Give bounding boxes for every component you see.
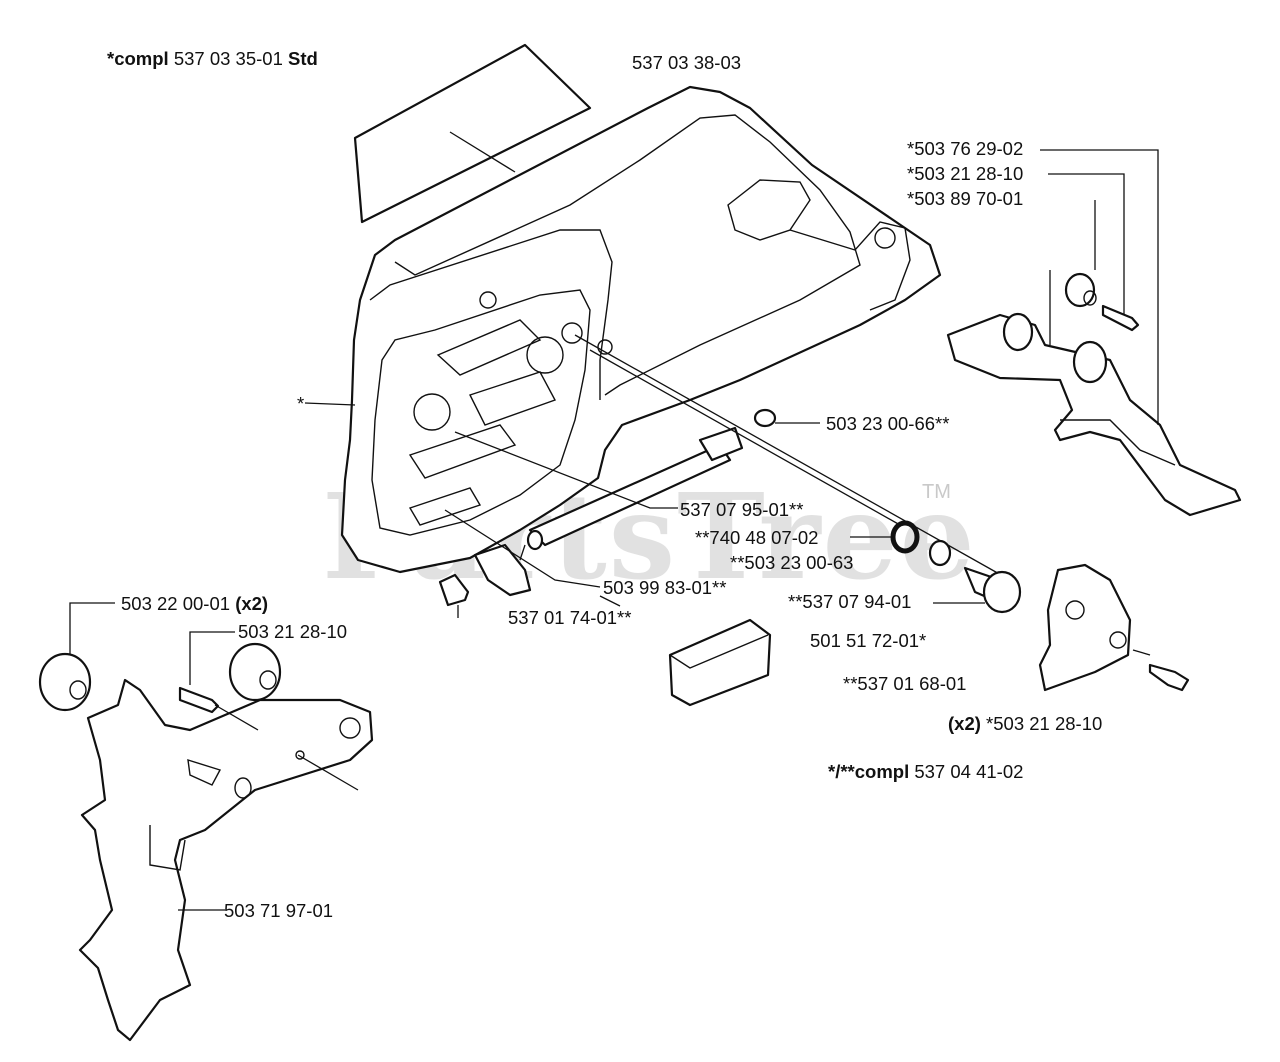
label-kit3: *503 89 70-01: [907, 188, 1023, 209]
label-nut: 503 99 83-01**: [603, 577, 726, 598]
label-bar-bolt: 537 07 95-01**: [680, 499, 803, 520]
label-cover: 537 03 38-03: [632, 52, 741, 73]
o-ring-small: [928, 539, 952, 567]
label-screw: 503 21 28-10: [238, 621, 347, 642]
bar-nut-part: [438, 543, 532, 607]
leader-lines: [69, 149, 1159, 911]
label-kit2: *503 21 28-10: [907, 163, 1023, 184]
chain-adjuster-part: [963, 566, 1022, 614]
buffer-nut-top: [1064, 272, 1140, 332]
bar-bolt: [526, 426, 744, 551]
plate-screw-part: [1148, 663, 1190, 692]
part-labels: *compl 537 03 35-01 Std 537 03 38-03 *50…: [107, 48, 1102, 921]
label-oring1: **740 48 07-02: [695, 527, 818, 548]
label-compl2: */**compl 537 04 41-02: [828, 761, 1023, 782]
rubber-buffer-left: [38, 652, 92, 712]
chain-guide-bracket: [946, 312, 1242, 517]
label-buffer: 503 22 00-01 (x2): [121, 593, 268, 614]
decal-sticker: [353, 43, 592, 224]
label-x2-screw: (x2) *503 21 28-10: [948, 713, 1102, 734]
watermark-trademark: TM: [922, 481, 951, 503]
label-spike: 503 71 97-01: [224, 900, 333, 921]
label-star: *: [297, 393, 304, 414]
label-pin: 537 01 74-01**: [508, 607, 631, 628]
buffer-screw-part: [178, 686, 220, 714]
label-oring2: **503 23 00-63: [730, 552, 853, 573]
washer-part: [753, 408, 777, 428]
label-washer: 503 23 00-66**: [826, 413, 949, 434]
label-plate: 501 51 72-01*: [810, 630, 926, 651]
rubber-pad-part: [668, 618, 772, 707]
label-decal: *compl 537 03 35-01 Std: [107, 48, 318, 69]
label-adjuster: **537 07 94-01: [788, 591, 911, 612]
bumper-spike-part: [78, 678, 374, 1042]
label-guide: **537 01 68-01: [843, 673, 966, 694]
rubber-buffer-right: [228, 642, 282, 702]
guide-plate-part: [1038, 563, 1132, 692]
label-kit1: *503 76 29-02: [907, 138, 1023, 159]
